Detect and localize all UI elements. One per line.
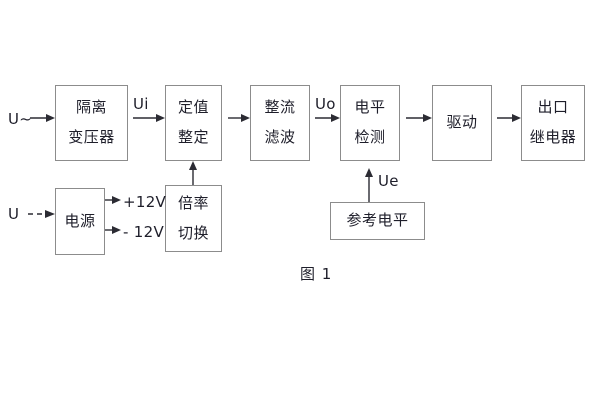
arrow-isolation-to-setting-value (133, 114, 165, 122)
block-level-detection-line-2: 检测 (354, 128, 386, 146)
block-reference-level-line-1: 参考电平 (346, 211, 409, 230)
arrow-ac-input-to-isolation-transformer (30, 114, 55, 122)
block-setting-value-line-1: 定值 (177, 98, 209, 117)
block-isolation-transformer: 隔离 变压器 (55, 85, 128, 161)
block-rectify-filter-line-2: 滤波 (264, 128, 296, 146)
block-setting-value: 定值 整定 (165, 85, 222, 161)
block-isolation-transformer-line-2: 变压器 (68, 128, 115, 146)
arrow-dc-input-to-power-supply (28, 210, 55, 218)
block-output-relay-line-1: 出口 (537, 98, 569, 117)
label-ue: Ue (378, 172, 399, 190)
label-dc-input: U (8, 205, 20, 223)
block-rectify-filter: 整流 滤波 (250, 85, 310, 161)
arrow-power-supply-positive (105, 196, 121, 204)
block-power-supply: 电源 (55, 188, 105, 255)
block-level-detection-line-1: 电平 (354, 98, 386, 117)
block-output-relay: 出口 继电器 (521, 85, 585, 161)
arrow-power-supply-negative (105, 226, 121, 234)
arrow-drive-to-output-relay (497, 114, 521, 122)
arrow-multiplier-switch-to-setting-value (189, 161, 197, 185)
block-multiplier-switch-line-2: 切换 (177, 223, 209, 242)
arrow-level-detection-to-drive (406, 114, 432, 122)
block-reference-level: 参考电平 (330, 202, 425, 240)
label-supply-negative: - 12V (123, 223, 165, 241)
label-supply-positive: +12V (123, 193, 167, 211)
label-ui: Ui (133, 95, 149, 113)
arrow-reference-level-to-level-detection (365, 168, 373, 202)
arrow-setting-value-to-rectify-filter (228, 114, 250, 122)
figure-caption: 图 1 (300, 265, 333, 283)
block-isolation-transformer-line-1: 隔离 (75, 98, 107, 117)
label-uo: Uo (315, 95, 336, 113)
block-drive-line-1: 驱动 (446, 113, 478, 132)
block-multiplier-switch: 倍率 切换 (165, 185, 222, 252)
block-multiplier-switch-line-1: 倍率 (177, 193, 209, 212)
block-setting-value-line-2: 整定 (177, 128, 209, 146)
block-output-relay-line-2: 继电器 (529, 128, 577, 146)
arrow-rectify-filter-to-level-detection (315, 114, 340, 122)
block-rectify-filter-line-1: 整流 (264, 98, 296, 117)
block-level-detection: 电平 检测 (340, 85, 400, 161)
block-drive: 驱动 (432, 85, 492, 161)
label-ac-input: U~ (8, 110, 33, 128)
block-power-supply-line-1: 电源 (64, 211, 96, 230)
